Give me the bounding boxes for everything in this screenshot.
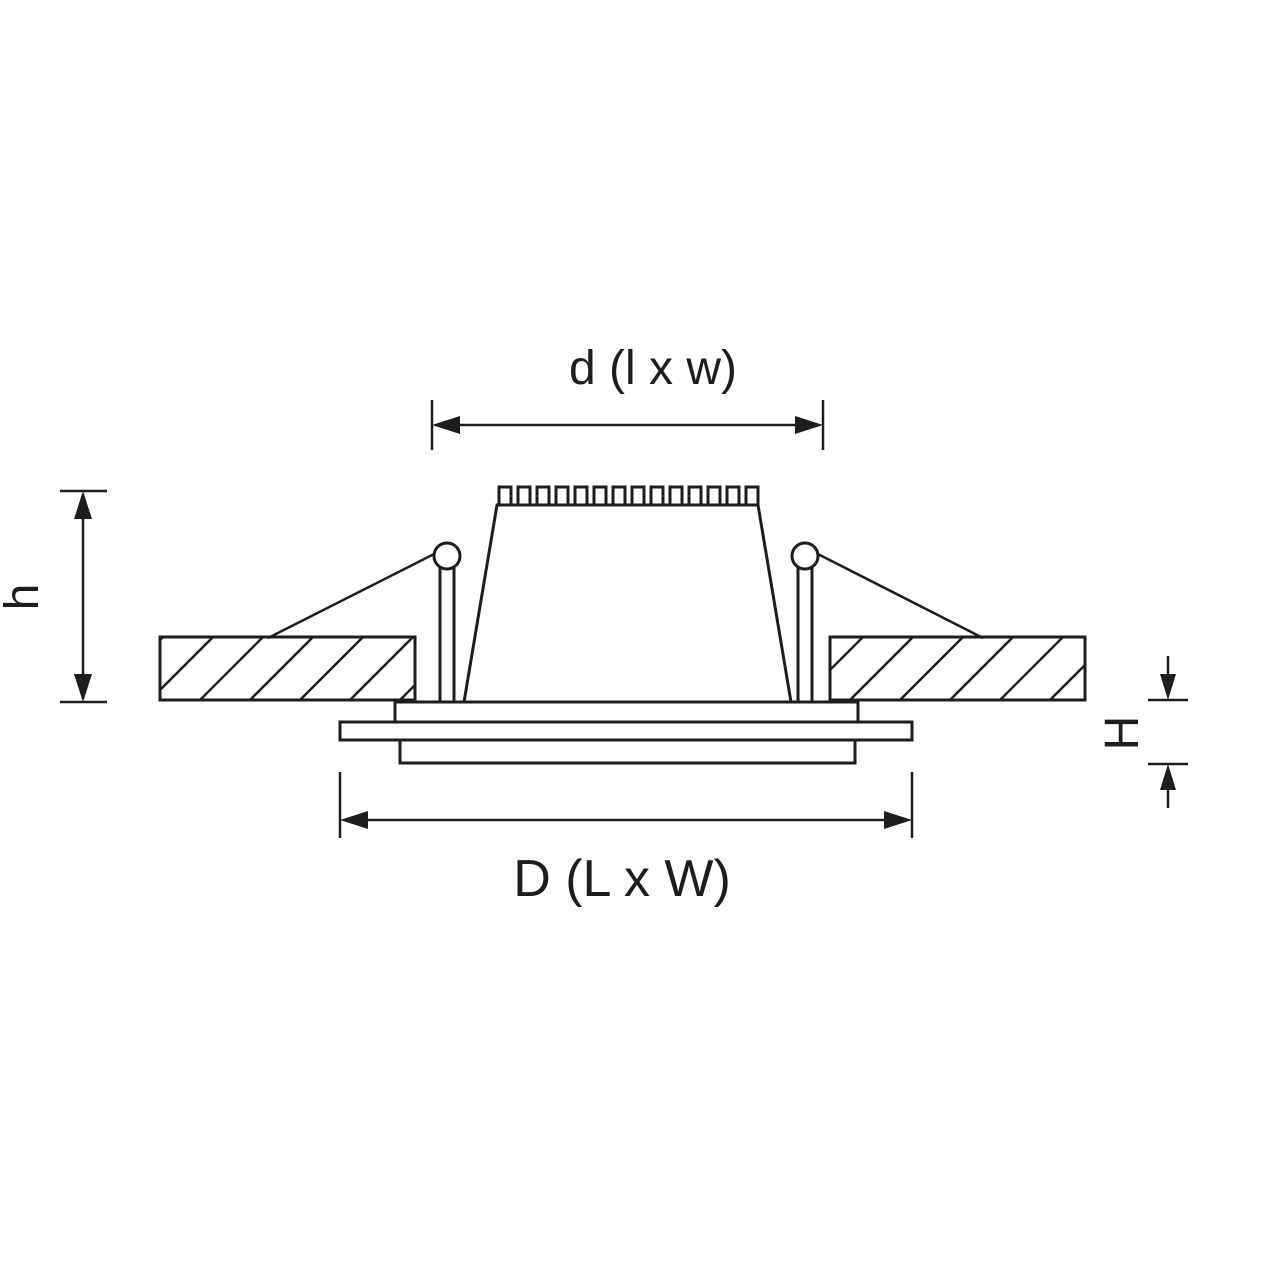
ceiling-hatch-right [830,637,1085,700]
ceiling-section-left [158,635,417,702]
right-dimension-label: H [1096,716,1149,751]
arrowhead-right [884,811,912,829]
heatsink-fins [497,485,760,507]
bottom-dimension: D (L x W) [338,772,914,908]
arrowhead-left [340,811,368,829]
trim-rings [338,700,914,765]
trim-ring-lower [398,738,857,765]
spring-arm-left [267,547,445,640]
top-dimension: d (l x w) [430,342,825,450]
spring-clip-right [790,541,984,704]
arrowhead-down [1160,674,1176,700]
housing-trapezoid [462,503,793,704]
ceiling-hatch-left [160,637,415,700]
clip-pivot-right [790,541,820,571]
bottom-dimension-label: D (L x W) [513,850,731,908]
top-dimension-label: d (l x w) [569,342,737,395]
arrowhead-right [795,416,823,434]
clip-pivot-left [432,541,462,571]
arrowhead-up [74,491,92,519]
fixture-body [462,485,793,704]
spring-clip-left [267,541,462,704]
arrowhead-up [1160,764,1176,790]
ceiling-section-right [828,635,1087,702]
trim-ring-widest [338,720,914,742]
arrowhead-left [432,416,460,434]
arrowhead-down [74,674,92,702]
clip-pin-left [438,558,456,704]
left-dimension-label: h [0,584,49,611]
left-dimension: h [0,489,107,704]
spring-arm-right [807,547,984,640]
trim-ring-upper [393,700,860,724]
ceiling-outline-right [828,635,1087,702]
right-dimension: H [1096,656,1188,808]
clip-pin-right [796,558,814,704]
ceiling-outline-left [158,635,417,702]
